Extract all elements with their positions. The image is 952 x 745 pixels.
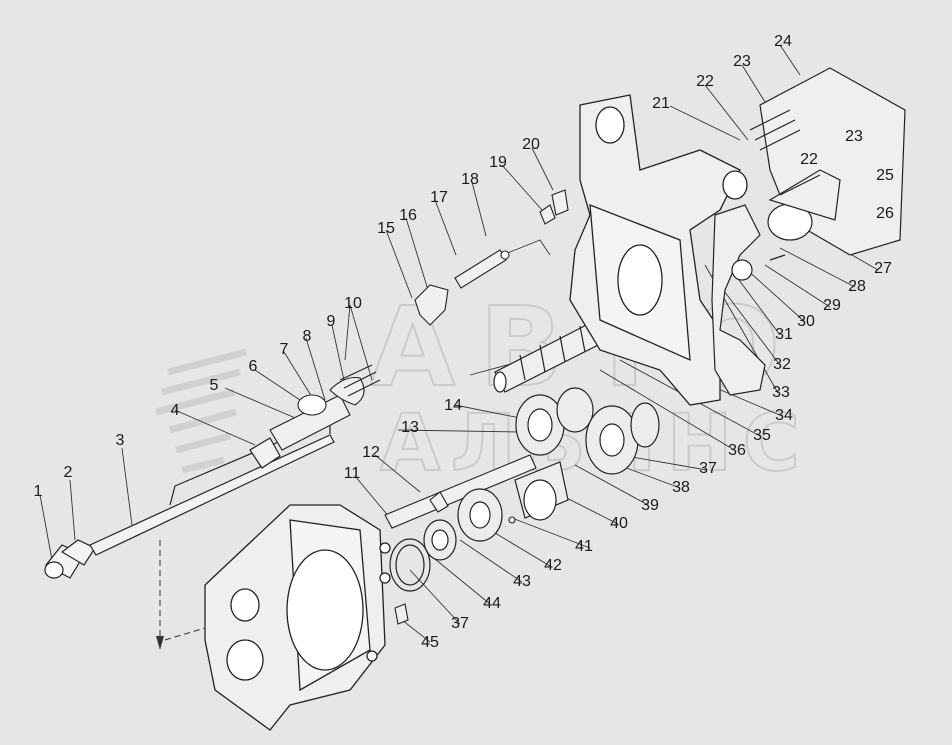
callout-7: 7 <box>280 342 289 358</box>
callout-24: 24 <box>774 34 792 50</box>
cover-and-lever-assembly <box>712 68 905 395</box>
callout-5: 5 <box>210 378 219 394</box>
callout-20: 20 <box>522 137 540 153</box>
callout-15: 15 <box>377 221 395 237</box>
callout-25: 25 <box>876 168 894 184</box>
callout-8: 8 <box>303 329 312 345</box>
callout-13: 13 <box>401 420 419 436</box>
callout-45: 45 <box>421 635 439 651</box>
callout-34: 34 <box>775 408 793 424</box>
callout-33: 33 <box>772 385 790 401</box>
callout-1: 1 <box>34 484 43 500</box>
callout-38: 38 <box>672 480 690 496</box>
callout-44: 44 <box>483 596 501 612</box>
assembly-guide-line <box>160 540 205 640</box>
callout-31: 31 <box>775 327 793 343</box>
callout-14: 14 <box>444 398 462 414</box>
callout-21: 21 <box>652 96 670 112</box>
callout-22-upper: 22 <box>696 74 714 90</box>
callout-16: 16 <box>399 208 417 224</box>
callout-22-lower: 22 <box>800 152 818 168</box>
callout-18: 18 <box>461 172 479 188</box>
callout-12: 12 <box>362 445 380 461</box>
callout-29: 29 <box>823 298 841 314</box>
callout-30: 30 <box>797 314 815 330</box>
callout-26: 26 <box>876 206 894 222</box>
callout-36: 36 <box>728 443 746 459</box>
callout-9: 9 <box>327 314 336 330</box>
front-housing <box>205 505 390 730</box>
callout-19: 19 <box>489 155 507 171</box>
callout-35: 35 <box>753 428 771 444</box>
callout-39: 39 <box>641 498 659 514</box>
callout-40: 40 <box>610 516 628 532</box>
watermark-logo-icon <box>156 352 246 470</box>
callout-17: 17 <box>430 190 448 206</box>
callout-4: 4 <box>171 403 180 419</box>
callout-3: 3 <box>116 433 125 449</box>
callout-32: 32 <box>773 357 791 373</box>
callout-37-upper: 37 <box>699 461 717 477</box>
callout-2: 2 <box>64 465 73 481</box>
callout-11: 11 <box>344 466 361 482</box>
callout-23-lower: 23 <box>845 129 863 145</box>
callout-6: 6 <box>249 359 258 375</box>
callout-27: 27 <box>874 261 892 277</box>
callout-23-upper: 23 <box>733 54 751 70</box>
callout-28: 28 <box>848 279 866 295</box>
callout-42: 42 <box>544 558 562 574</box>
callout-43: 43 <box>513 574 531 590</box>
callout-10: 10 <box>344 296 362 312</box>
assembly-arrow-icon <box>156 636 164 650</box>
callout-41: 41 <box>575 539 593 555</box>
callout-37-lower: 37 <box>451 616 469 632</box>
